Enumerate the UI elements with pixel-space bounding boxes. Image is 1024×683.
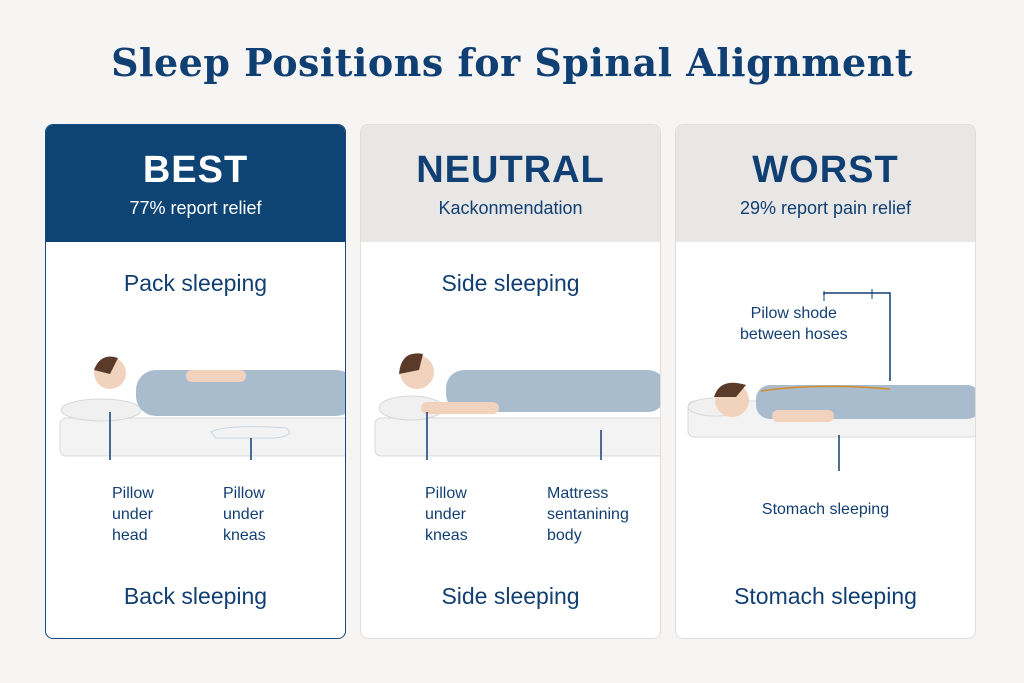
annotation-pillow: Pilow shode between hoses: [740, 305, 848, 343]
annotation-pillow-knees: Pillow under kneas: [223, 485, 266, 544]
rank-subtitle: Kackonmendation: [438, 198, 583, 218]
page-title: Sleep Positions for Spinal Alignment: [111, 40, 913, 85]
rank-label: NEUTRAL: [416, 149, 605, 191]
rank-subtitle: 77% report relief: [129, 198, 262, 218]
back-sleeping-illustration: [59, 356, 345, 460]
rank-label: BEST: [142, 149, 249, 191]
position-caption: Side sleeping: [441, 583, 580, 609]
position-title: Pack sleeping: [123, 270, 268, 296]
annotation-pillow-head: Pillow under head: [112, 485, 154, 544]
position-caption: Stomach sleeping: [734, 583, 917, 609]
annotation-stomach: Stomach sleeping: [761, 501, 890, 518]
position-title: Side sleeping: [441, 270, 580, 296]
card-best: BEST 77% report relief Pack sleeping Pil…: [45, 124, 346, 639]
annotation-mattress: Mattress sentanining body: [547, 485, 629, 544]
card-header: NEUTRAL Kackonmendation: [361, 125, 660, 242]
side-sleeping-illustration: [374, 353, 660, 460]
rank-label: WORST: [752, 149, 899, 191]
stomach-sleeping-illustration: [687, 289, 975, 471]
card-header: BEST 77% report relief: [46, 125, 345, 242]
card-worst: WORST 29% report pain relief Pilow shode…: [675, 124, 976, 639]
rank-subtitle: 29% report pain relief: [739, 198, 912, 218]
card-header: WORST 29% report pain relief: [676, 125, 975, 242]
annotation-pillow-knees: Pillow under kneas: [425, 485, 468, 544]
position-caption: Back sleeping: [123, 583, 268, 609]
card-neutral: NEUTRAL Kackonmendation Side sleeping Pi…: [360, 124, 661, 639]
